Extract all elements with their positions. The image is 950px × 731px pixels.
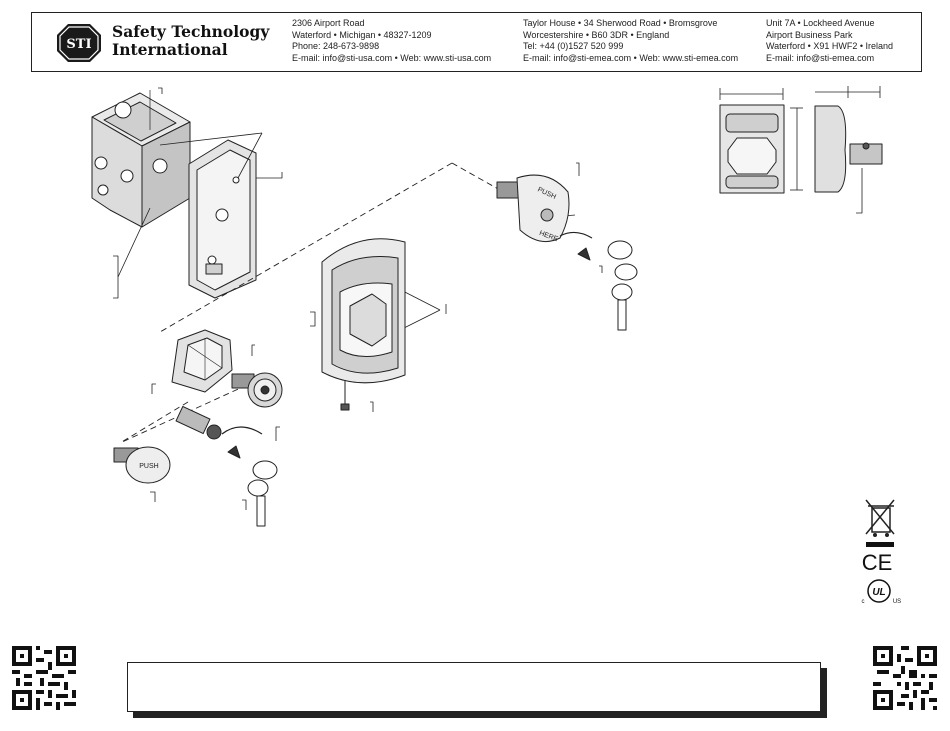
office-ireland: Unit 7A • Lockheed Avenue Airport Busine…	[766, 18, 893, 64]
weee-icon	[865, 499, 895, 547]
office-line: 2306 Airport Road	[292, 18, 365, 28]
office-line: E-mail: info@sti-usa.com • Web: www.sti-…	[292, 52, 492, 63]
office-line: E-mail: info@sti-emea.com	[766, 52, 875, 63]
cover-housing-drawing	[321, 238, 406, 411]
office-line: Airport Business Park	[766, 29, 853, 40]
ce-mark-icon: CE	[862, 550, 893, 574]
ul-text: UL	[872, 587, 885, 598]
company-name: Safety Technology International	[112, 23, 269, 59]
office-line: Waterford • Michigan • 48327-1209	[292, 29, 432, 40]
company-name-line2: International	[112, 40, 228, 59]
office-line: Unit 7A • Lockheed Avenue	[766, 18, 875, 28]
ul-c-text: c	[862, 599, 865, 605]
office-usa: 2306 Airport Road Waterford • Michigan •…	[292, 18, 491, 64]
notice-box	[127, 662, 821, 712]
push-here-button-drawing: PUSH HERE	[496, 174, 638, 331]
office-england: Taylor House • 34 Sherwood Road • Bromsg…	[523, 18, 738, 64]
qr-code-right-icon[interactable]	[873, 646, 937, 710]
ul-listed-icon: UL c US	[862, 579, 901, 605]
header-box: STI Safety Technology International 2306…	[31, 12, 922, 72]
office-line: E-mail: info@sti-emea.com • Web: www.sti…	[523, 52, 739, 63]
office-line: Worcestershire • B60 3DR • England	[523, 29, 670, 40]
ul-us-text: US	[893, 599, 901, 605]
office-line: Tel: +44 (0)1527 520 999	[523, 41, 624, 52]
back-box-drawing	[91, 87, 191, 228]
office-line: Waterford • X91 HWF2 • Ireland	[766, 41, 894, 52]
octagon-shroud-drawing	[171, 329, 233, 393]
dimension-views-drawing	[719, 86, 883, 214]
push-label: PUSH	[139, 463, 158, 470]
ce-mark-text: CE	[862, 550, 893, 574]
sti-logo-icon: STI	[57, 24, 101, 62]
knurled-push-button-drawing	[231, 372, 283, 408]
back-plate-drawing	[188, 139, 283, 299]
office-line: Taylor House • 34 Sherwood Road • Bromsg…	[523, 18, 718, 28]
company-name-line1: Safety Technology	[112, 22, 270, 41]
push-button-left-drawing: PUSH	[113, 446, 171, 484]
logo-text: STI	[66, 37, 91, 52]
office-line: Phone: 248-673-9898	[292, 41, 380, 52]
key-cylinder-drawing	[175, 405, 278, 527]
qr-code-left-icon[interactable]	[12, 646, 76, 710]
assembly-dashed-lines	[119, 162, 501, 444]
